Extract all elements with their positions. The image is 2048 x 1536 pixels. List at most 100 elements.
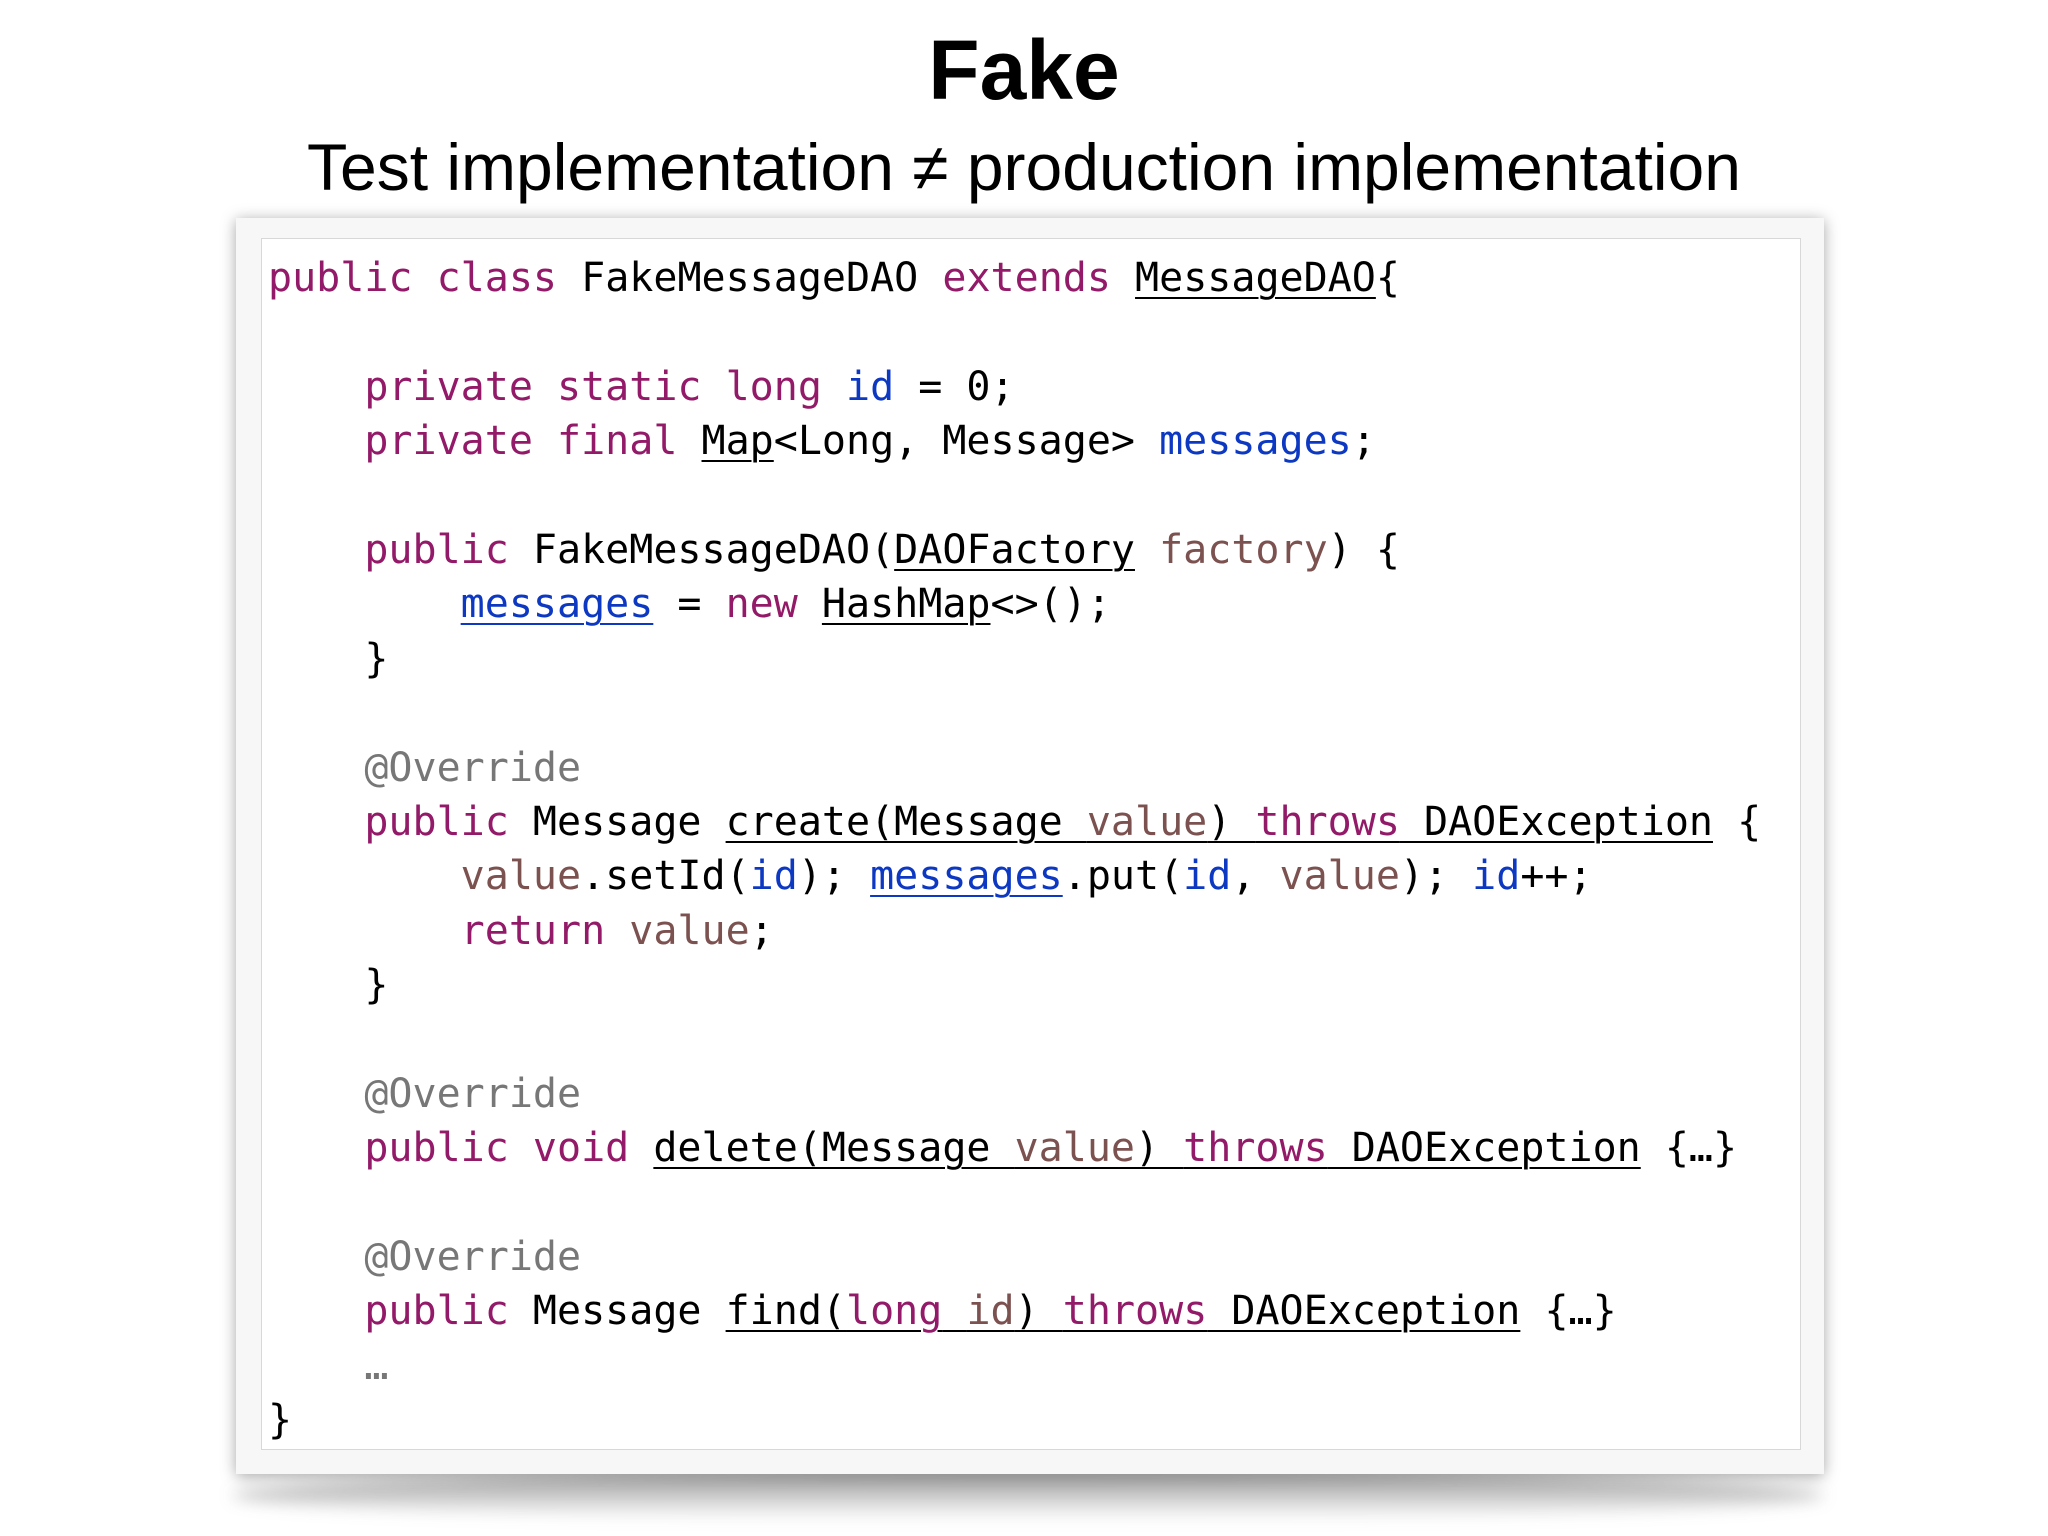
type: DAOFactory: [894, 526, 1135, 573]
type: HashMap: [821, 581, 991, 628]
brace: }: [364, 962, 389, 1009]
method-signature: create(Message value) throws DAOExceptio…: [726, 799, 1713, 845]
exception-type: DAOException: [1207, 1288, 1521, 1335]
annotation: @Override: [364, 744, 582, 791]
code-line-19: @Override: [268, 1230, 1761, 1284]
code-text: .put(: [1062, 853, 1184, 900]
field: id: [749, 853, 798, 900]
code-line-14: }: [268, 958, 1761, 1012]
slide-title: Fake: [928, 23, 1120, 117]
parameter: value: [1086, 798, 1208, 845]
code-text: = 0;: [894, 363, 1015, 410]
keyword: private: [364, 363, 533, 410]
code-line-15: [268, 1012, 1761, 1066]
keyword: static: [557, 363, 702, 410]
keyword: public: [268, 255, 413, 301]
brace: {: [1713, 798, 1762, 845]
code-listing: public class FakeMessageDAO extends Mess…: [268, 251, 1761, 1448]
keyword: final: [557, 418, 678, 465]
code-text: );: [797, 853, 871, 900]
parameter: value: [460, 853, 582, 900]
code-text: =: [653, 581, 726, 628]
type: Message: [532, 798, 702, 845]
code-line-2: [268, 305, 1761, 359]
brace: }: [268, 1397, 293, 1444]
frame-shadow: [232, 1470, 1824, 1520]
parameter: value: [629, 907, 750, 954]
code-text: ,: [1231, 853, 1280, 900]
keyword: long: [846, 1288, 943, 1335]
keyword: throws: [1062, 1288, 1208, 1335]
field: id: [1183, 853, 1232, 900]
field: messages: [870, 853, 1063, 900]
field: id: [1472, 853, 1521, 900]
parameter: value: [1279, 853, 1400, 900]
code-text: <Long, Message>: [773, 418, 1160, 465]
class-name: FakeMessageDAO: [581, 255, 919, 301]
code-line-3: private static long id = 0;: [268, 360, 1761, 414]
field: id: [846, 363, 895, 410]
code-line-8: }: [268, 632, 1761, 686]
annotation: @Override: [364, 1070, 582, 1117]
code-line-17: public void delete(Message value) throws…: [268, 1121, 1761, 1175]
code-text: ): [1014, 1288, 1063, 1335]
code-line-20: public Message find(long id) throws DAOE…: [268, 1284, 1761, 1338]
code-text: ) {: [1327, 526, 1400, 573]
code-text: create(Message: [725, 798, 1087, 845]
type: Message: [532, 1288, 702, 1335]
exception-type: DAOException: [1327, 1125, 1641, 1172]
code-line-13: return value;: [268, 904, 1761, 958]
code-line-4: private final Map<Long, Message> message…: [268, 414, 1761, 468]
brace: }: [364, 635, 389, 682]
keyword: throws: [1183, 1125, 1328, 1172]
collapsed-body: {…}: [1520, 1288, 1617, 1335]
code-text: .setId(: [581, 853, 750, 900]
keyword: public: [364, 1288, 509, 1335]
brace: {: [1375, 255, 1400, 301]
field: messages: [1159, 418, 1352, 465]
keyword: new: [725, 581, 798, 628]
keyword: throws: [1255, 798, 1400, 845]
code-line-9: [268, 686, 1761, 740]
code-line-7: messages = new HashMap<>();: [268, 577, 1761, 631]
code-line-22: }: [268, 1393, 1761, 1447]
code-line-10: @Override: [268, 741, 1761, 795]
code-line-12: value.setId(id); messages.put(id, value)…: [268, 849, 1761, 903]
keyword: public: [364, 1125, 509, 1172]
parameter: factory: [1159, 526, 1328, 573]
annotation: @Override: [364, 1234, 582, 1281]
keyword: return: [460, 907, 606, 954]
keyword: public: [364, 526, 509, 573]
code-line-6: public FakeMessageDAO(DAOFactory factory…: [268, 523, 1761, 577]
exception-type: DAOException: [1399, 798, 1713, 845]
constructor: FakeMessageDAO(: [532, 526, 895, 573]
code-line-21: …: [268, 1339, 1761, 1393]
method-signature: find(long id) throws DAOException: [726, 1288, 1521, 1334]
keyword: class: [436, 255, 558, 301]
code-line-16: @Override: [268, 1067, 1761, 1121]
slide-subtitle: Test implementation ≠ production impleme…: [307, 130, 1741, 204]
parent-class: MessageDAO: [1135, 255, 1376, 301]
code-text: <>();: [990, 581, 1111, 628]
ellipsis: …: [364, 1342, 389, 1389]
code-text: ++;: [1520, 853, 1593, 900]
code-text: );: [1399, 853, 1473, 900]
keyword: void: [532, 1125, 630, 1172]
code-text: ): [1135, 1125, 1184, 1172]
code-editor: public class FakeMessageDAO extends Mess…: [261, 238, 1801, 1450]
code-text: find(: [725, 1288, 847, 1335]
code-line-11: public Message create(Message value) thr…: [268, 795, 1761, 849]
code-text: [942, 1288, 966, 1334]
type: Map: [701, 418, 774, 465]
code-text: delete(Message: [653, 1125, 1015, 1172]
keyword: long: [725, 363, 822, 410]
field: messages: [460, 581, 654, 628]
code-text: ): [1207, 798, 1256, 845]
code-text: ;: [1351, 418, 1376, 465]
code-screenshot-frame: public class FakeMessageDAO extends Mess…: [236, 218, 1824, 1474]
method-signature: delete(Message value) throws DAOExceptio…: [653, 1125, 1640, 1171]
code-line-1: public class FakeMessageDAO extends Mess…: [268, 251, 1761, 305]
collapsed-body: {…}: [1640, 1125, 1738, 1172]
parameter: id: [966, 1288, 1015, 1335]
code-line-5: [268, 469, 1761, 523]
